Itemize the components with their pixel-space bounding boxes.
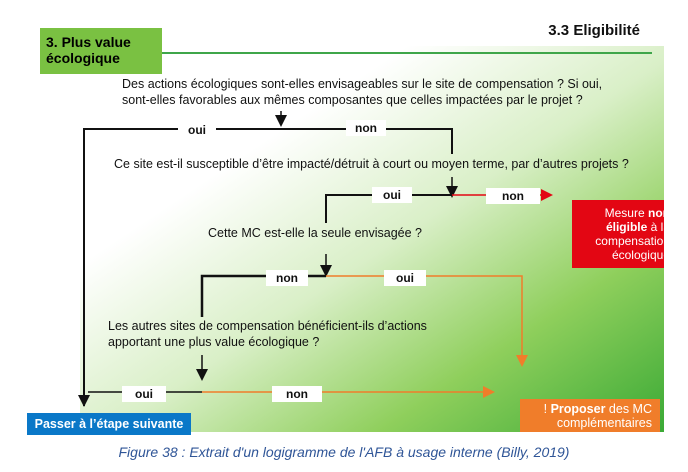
top-rule [162,52,652,54]
label-non-q2: non [486,188,540,204]
figure-caption: Figure 38 : Extrait d'un logigramme de l… [118,444,570,460]
label-non-q4: non [272,386,322,402]
slide: 3. Plus value écologique 3.3 Eligibilité [26,12,664,432]
label-non-q3: non [266,270,308,286]
flow-lines [78,111,553,407]
outcome-not-eligible: Mesure non éligible à la compensation éc… [572,200,664,268]
outcome-next-step: Passer à l’étape suivante [27,413,191,435]
question-3: Cette MC est-elle la seule envisagée ? [208,226,423,240]
label-oui-q2: oui [372,187,412,203]
question-2: Ce site est-il susceptible d’être impact… [114,157,629,171]
label-oui-q3: oui [384,270,426,286]
q1-branch [83,128,453,406]
section-title: 3.3 Eligibilité [548,22,640,39]
question-1: Des actions écologiques sont-elles envis… [122,77,603,107]
label-non-q1: non [346,120,386,136]
section-tag: 3. Plus value écologique [40,28,162,74]
label-oui-q1: oui [178,122,216,138]
outcome-propose-more: ! Proposer des MC complémentaires [520,399,660,432]
gradient-background [80,46,664,432]
label-oui-q4: oui [122,386,166,402]
question-4: Les autres sites de compensation bénéfic… [108,319,427,349]
